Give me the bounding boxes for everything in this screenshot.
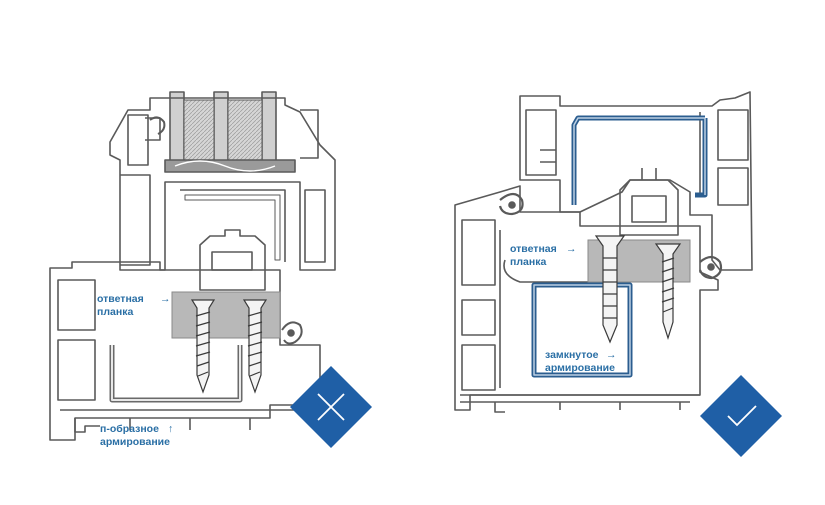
right-reinforcement-label-line1: замкнутое	[545, 349, 599, 361]
right-strike-plate-label-line2: планка	[510, 256, 546, 268]
left-strike-plate-label-line1: ответная	[97, 293, 144, 305]
left-strike-plate-arrow: →	[160, 293, 171, 305]
right-strike-plate-arrow: →	[566, 243, 577, 255]
left-strike-plate	[171, 291, 281, 339]
left-screw-2	[242, 299, 268, 394]
right-reinforcement-label-line2: армирование	[545, 362, 615, 374]
left-screw-1	[190, 299, 216, 394]
left-strike-plate-label-line2: планка	[97, 306, 133, 318]
right-screw-1	[594, 235, 626, 344]
left-reinforcement-label-line2: армирование	[100, 436, 170, 448]
right-screw-2	[654, 243, 682, 341]
check-icon	[727, 405, 757, 427]
left-window-profile	[49, 91, 336, 441]
left-glazing-unit	[164, 91, 296, 173]
left-reinforcement-label-line1: п-образное	[100, 423, 159, 435]
right-badge	[699, 374, 783, 458]
cross-icon	[317, 393, 345, 421]
left-reinforcement-arrow: ↑	[168, 423, 173, 435]
left-screws	[190, 299, 268, 394]
right-reinforcement-arrow: →	[606, 349, 617, 361]
right-window-profile	[454, 91, 753, 413]
right-screws	[594, 235, 682, 344]
right-strike-plate-label-line1: ответная	[510, 243, 557, 255]
left-badge	[289, 365, 373, 449]
